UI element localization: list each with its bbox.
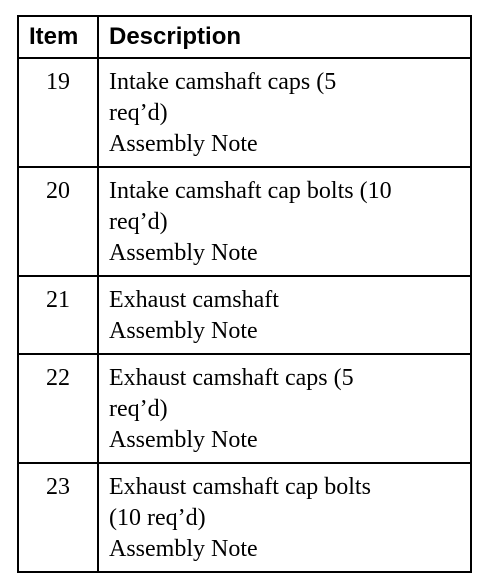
- item-number: 23: [17, 462, 99, 572]
- description-line: req’d): [109, 100, 168, 126]
- assembly-note-link: Assembly Note: [109, 131, 258, 157]
- description-cell: Intake camshaft caps (5 req’d) Assembly …: [97, 57, 472, 167]
- item-number: 22: [17, 353, 99, 463]
- description-line: (10 req’d): [109, 505, 206, 531]
- description-line: Exhaust camshaft: [109, 287, 279, 313]
- description-line: Exhaust camshaft caps (5: [109, 365, 354, 391]
- description-cell: Intake camshaft cap bolts (10 req’d) Ass…: [97, 166, 472, 276]
- description-line: req’d): [109, 396, 168, 422]
- description-line: Intake camshaft caps (5: [109, 69, 337, 95]
- assembly-note-link: Assembly Note: [109, 240, 258, 266]
- item-number: 19: [17, 57, 99, 167]
- description-cell: Exhaust camshaft cap bolts (10 req’d) As…: [97, 462, 472, 572]
- table-row: 19 Intake camshaft caps (5 req’d) Assemb…: [17, 57, 472, 167]
- table-row: 20 Intake camshaft cap bolts (10 req’d) …: [17, 166, 472, 276]
- parts-table: Item Description 19 Intake camshaft caps…: [17, 15, 472, 573]
- description-line: Exhaust camshaft cap bolts: [109, 474, 371, 500]
- description-line: req’d): [109, 209, 168, 235]
- description-cell: Exhaust camshaft Assembly Note: [97, 275, 472, 354]
- table-row: 23 Exhaust camshaft cap bolts (10 req’d)…: [17, 462, 472, 572]
- table-row: 22 Exhaust camshaft caps (5 req’d) Assem…: [17, 353, 472, 463]
- assembly-note-link: Assembly Note: [109, 427, 258, 453]
- table-row: 21 Exhaust camshaft Assembly Note: [17, 275, 472, 354]
- header-row: Item Description: [17, 15, 472, 59]
- assembly-note-link: Assembly Note: [109, 318, 258, 344]
- item-number: 21: [17, 275, 99, 354]
- item-number: 20: [17, 166, 99, 276]
- description-line: Intake camshaft cap bolts (10: [109, 178, 392, 204]
- description-column-header: Description: [97, 15, 472, 59]
- item-column-header: Item: [17, 15, 99, 59]
- description-cell: Exhaust camshaft caps (5 req’d) Assembly…: [97, 353, 472, 463]
